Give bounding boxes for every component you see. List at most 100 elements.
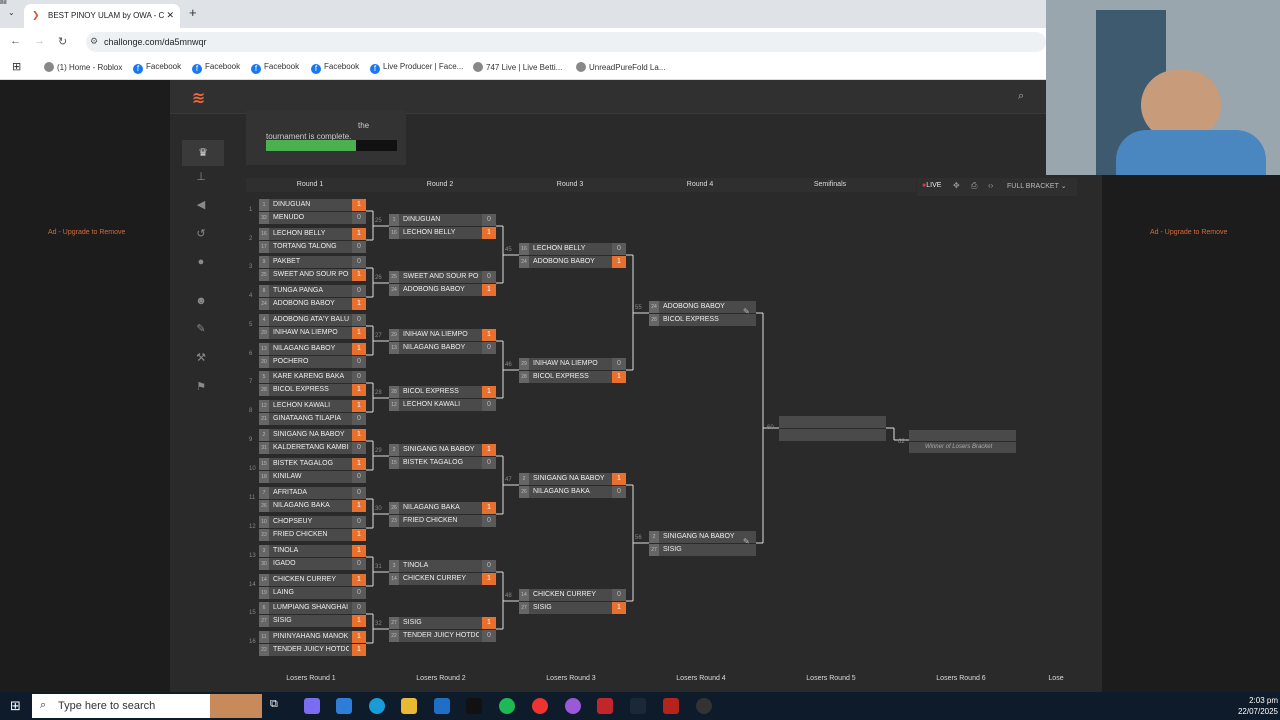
tiktok-icon[interactable] — [466, 698, 482, 714]
tab-list-chevron-icon[interactable]: ⌄ — [8, 8, 15, 17]
wrench-icon[interactable]: ⚒ — [196, 352, 206, 364]
game-icon[interactable] — [663, 698, 679, 714]
edit-match-icon[interactable]: ✎ — [743, 307, 750, 316]
ad-left[interactable]: Ad - Upgrade to Remove — [48, 229, 126, 236]
task-view-icon[interactable]: ⧉ — [270, 698, 278, 710]
trophy-icon[interactable]: ♛ — [182, 140, 224, 166]
announcement-icon[interactable]: ◀ — [196, 199, 206, 211]
app-x-icon[interactable] — [597, 698, 613, 714]
live-indicator[interactable]: ●LIVE — [922, 182, 942, 189]
edit-icon[interactable]: ✎ — [196, 323, 206, 335]
search-icon[interactable]: ⌕ — [1018, 90, 1025, 102]
back-icon[interactable]: ← — [10, 35, 21, 47]
semifinal-match[interactable] — [779, 416, 886, 441]
location-icon[interactable]: ● — [197, 256, 205, 268]
reload-icon[interactable]: ↻ — [58, 36, 68, 48]
move-icon[interactable]: ✥ — [953, 181, 960, 190]
edit-match-icon[interactable]: ✎ — [743, 537, 750, 546]
copilot-icon[interactable] — [304, 698, 320, 714]
bookmark-roblox[interactable]: (1) Home - Roblox — [44, 62, 122, 72]
store-icon[interactable] — [336, 698, 352, 714]
ad-right[interactable]: Ad - Upgrade to Remove — [1150, 229, 1228, 236]
file-explorer-icon[interactable] — [401, 698, 417, 714]
steam-icon[interactable] — [630, 698, 646, 714]
bookmark-747-live[interactable]: 747 Live | Live Betti... — [473, 62, 562, 72]
final-match[interactable]: Winner of Losers Bracket — [909, 430, 1016, 453]
forward-icon[interactable]: → — [34, 35, 45, 47]
new-tab-icon[interactable]: + — [189, 5, 197, 20]
browser-tab[interactable]: ❯ BEST PINOY ULAM by OWA - C ✕ — [24, 4, 180, 28]
history-icon[interactable]: ↺ — [196, 228, 206, 240]
obs-icon[interactable] — [696, 698, 712, 714]
edge-icon[interactable] — [369, 698, 385, 714]
flag-icon[interactable]: ⚑ — [196, 381, 206, 393]
bracket-icon[interactable]: ⊥ — [196, 171, 206, 183]
